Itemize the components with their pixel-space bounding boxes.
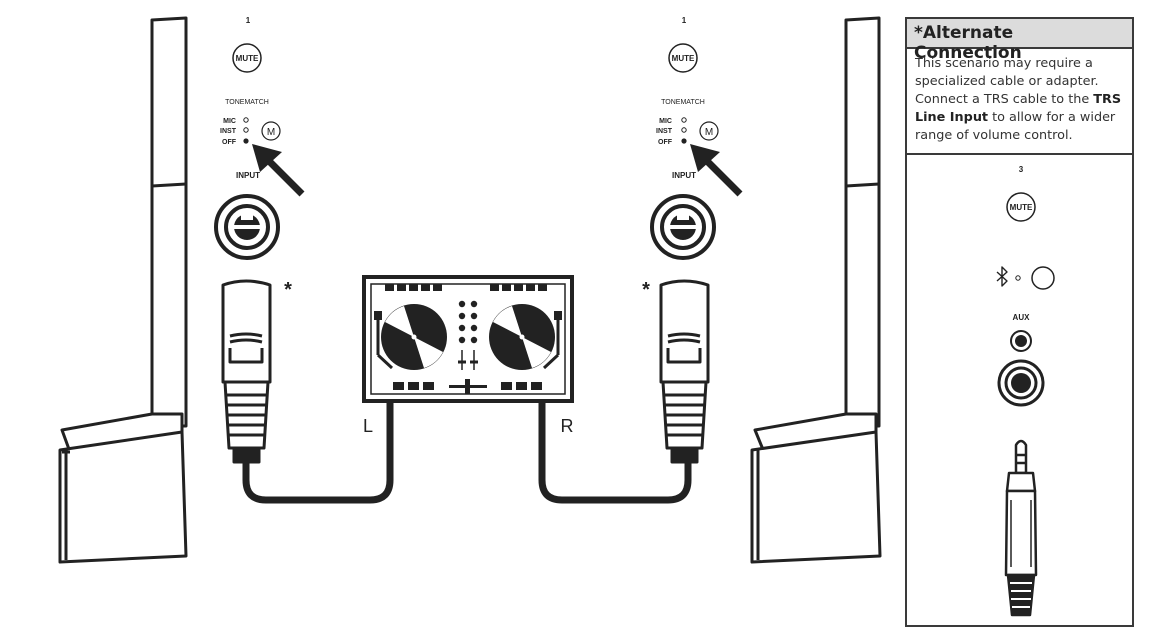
trs-line-input-label: TRS Line Input: [915, 92, 1122, 125]
tonematch-label: TONEMATCH: [225, 99, 269, 106]
tonematch-label: TONEMATCH: [661, 99, 705, 106]
left-platter-icon: [374, 304, 447, 370]
left-speaker: [58, 16, 188, 564]
off-indicator-led: [243, 138, 249, 144]
combo-input-jack[interactable]: [214, 194, 280, 260]
bluetooth-icon: [996, 266, 1008, 287]
channel-number: 1: [246, 16, 251, 25]
trs-plug: [1004, 439, 1038, 617]
right-speaker: [750, 16, 882, 564]
left-xlr-plug: *: [221, 279, 292, 464]
panel-title: *Alternate Connection: [907, 19, 1132, 63]
mode-mic-label: MIC: [223, 118, 236, 125]
mute-button[interactable]: MUTE: [668, 43, 698, 73]
input-label: INPUT: [672, 171, 696, 180]
channel-number: 3: [1019, 165, 1024, 174]
mode-off-label: OFF: [222, 139, 237, 146]
right-cable: [538, 398, 692, 504]
alternate-connection-panel: *Alternate Connection This scenario may …: [905, 17, 1134, 627]
asterisk-note: *: [642, 279, 650, 301]
pointer-arrow-icon: [690, 144, 743, 197]
mute-button[interactable]: MUTE: [232, 43, 262, 73]
left-cable: [242, 398, 394, 504]
svg-text:MUTE: MUTE: [236, 54, 259, 63]
bluetooth-indicator-led: [1015, 275, 1021, 281]
bluetooth-pair-button[interactable]: [1031, 266, 1055, 290]
svg-text:M: M: [705, 127, 713, 138]
right-xlr-plug: *: [642, 279, 710, 464]
trs-line-input-jack[interactable]: [997, 359, 1045, 407]
alternate-connection-diagram: 3 MUTE AUX: [996, 165, 1055, 617]
left-output-label: L: [363, 416, 373, 436]
aux-input-jack[interactable]: [1010, 330, 1032, 352]
mode-off-label: OFF: [658, 139, 673, 146]
connection-diagram: 1 MUTE TONEMATCH MIC INST OFF M INPUT: [58, 16, 882, 564]
dj-controller: L R: [362, 275, 574, 436]
combo-input-jack[interactable]: [650, 194, 716, 260]
svg-text:MUTE: MUTE: [672, 54, 695, 63]
description-text-end: to allow for a wider range of volume con…: [915, 110, 1116, 143]
mode-inst-label: INST: [656, 128, 673, 135]
tonematch-button[interactable]: M: [261, 121, 281, 141]
pointer-arrow-icon: [252, 144, 305, 197]
right-platter-icon: [489, 304, 562, 370]
left-channel-strip: 1 MUTE TONEMATCH MIC INST OFF M INPUT: [214, 16, 305, 260]
mode-inst-label: INST: [220, 128, 237, 135]
aux-label: AUX: [1013, 313, 1031, 322]
right-channel-strip: 1 MUTE TONEMATCH MIC INST OFF M INPUT: [650, 16, 743, 260]
right-output-label: R: [561, 416, 574, 436]
cables: [242, 398, 692, 504]
input-label: INPUT: [236, 171, 260, 180]
off-indicator-led: [681, 138, 687, 144]
description-text: This scenario may require a specialized …: [915, 56, 1099, 107]
mute-button[interactable]: MUTE: [1006, 192, 1036, 222]
svg-text:M: M: [267, 127, 275, 138]
asterisk-note: *: [284, 279, 292, 301]
svg-text:MUTE: MUTE: [1010, 203, 1033, 212]
channel-number: 1: [682, 16, 687, 25]
tonematch-button[interactable]: M: [699, 121, 719, 141]
mode-mic-label: MIC: [659, 118, 672, 125]
panel-description: This scenario may require a specialized …: [907, 49, 1132, 155]
